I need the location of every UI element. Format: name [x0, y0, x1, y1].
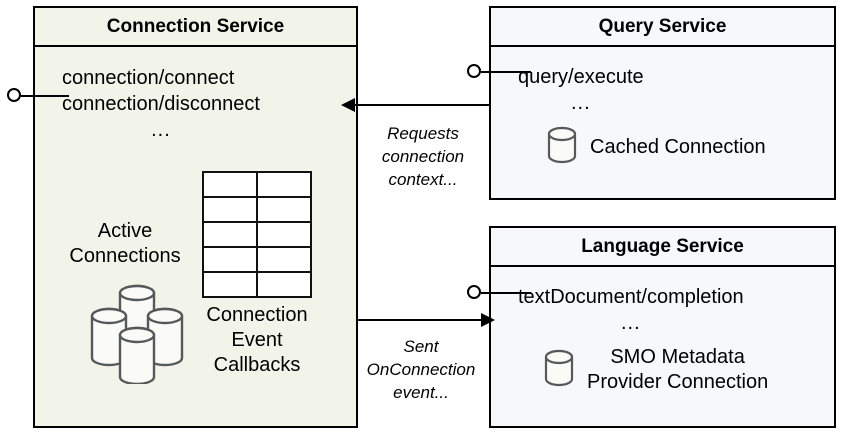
connection-service-operations: connection/connect connection/disconnect…: [62, 65, 260, 143]
provided-interface-language-lollipop[interactable]: [467, 285, 531, 301]
table-cell: [258, 223, 310, 246]
language-service-operations: textDocument/completion ...: [518, 284, 744, 336]
arrow-connection-to-language-head: [481, 313, 495, 327]
provided-interface-query-lollipop[interactable]: [467, 64, 531, 80]
smo-metadata-provider-label: SMO Metadata Provider Connection: [587, 346, 769, 393]
operation-textdocument-completion: textDocument/completion: [518, 286, 744, 308]
table-cell: [204, 248, 256, 271]
table-cell: [258, 198, 310, 221]
active-connections-label: Active Connections: [69, 220, 181, 267]
active-connections-cluster-icon: [81, 279, 193, 389]
lollipop-ball-icon: [467, 64, 481, 78]
table-cell: [204, 173, 256, 196]
cached-connection-artifact: Cached Connection: [546, 125, 766, 170]
query-service-operations-ellipsis: ...: [570, 92, 591, 114]
table-cell: [258, 248, 310, 271]
table-cell: [258, 173, 310, 196]
connection-service-operations-ellipsis: ...: [151, 119, 171, 141]
query-service-header: Query Service: [491, 8, 834, 47]
table-cell: [204, 198, 256, 221]
database-cluster-icon: [90, 284, 184, 386]
cached-connection-label: Cached Connection: [590, 136, 766, 158]
smo-metadata-db-icon: [543, 348, 575, 393]
table-cell: [204, 273, 256, 296]
language-service-header: Language Service: [491, 228, 834, 267]
lollipop-ball-icon: [467, 285, 481, 299]
connection-event-callbacks-table[interactable]: [202, 171, 312, 298]
component-connection-service[interactable]: Connection Service connection/connect co…: [33, 6, 358, 428]
database-icon: [544, 349, 574, 386]
smo-metadata-provider-artifact: SMO Metadata Provider Connection: [543, 345, 768, 395]
operation-connection-disconnect: connection/disconnect: [62, 93, 260, 115]
arrow-query-to-connection-head: [341, 98, 355, 112]
lollipop-stem: [481, 292, 531, 294]
connection-service-header: Connection Service: [35, 8, 356, 47]
lollipop-stem: [21, 95, 69, 97]
provided-interface-connection-lollipop[interactable]: [7, 88, 69, 104]
query-service-title: Query Service: [598, 15, 727, 37]
cached-connection-db-icon: [546, 125, 578, 170]
component-query-service[interactable]: Query Service query/execute ... Cached C…: [489, 6, 836, 200]
table-cell: [258, 273, 310, 296]
lollipop-ball-icon: [7, 88, 21, 102]
arrow-connection-to-language-line: [356, 319, 482, 321]
arrow-connection-to-language-label: Sent OnConnection event...: [366, 337, 476, 402]
component-language-service[interactable]: Language Service textDocument/completion…: [489, 226, 836, 428]
arrow-query-to-connection-line: [355, 104, 491, 106]
query-service-operations: query/execute ...: [518, 64, 644, 116]
operation-query-execute: query/execute: [518, 66, 644, 88]
arrow-query-to-connection-label: Requests connection context...: [381, 124, 465, 189]
database-icon: [547, 126, 577, 164]
language-service-operations-ellipsis: ...: [621, 312, 641, 334]
connection-event-callbacks-label: Connection Event Callbacks: [206, 304, 308, 376]
operation-connection-connect: connection/connect: [62, 67, 235, 89]
connection-service-title: Connection Service: [106, 15, 285, 37]
lollipop-stem: [481, 71, 531, 73]
language-service-title: Language Service: [581, 235, 744, 257]
table-cell: [204, 223, 256, 246]
